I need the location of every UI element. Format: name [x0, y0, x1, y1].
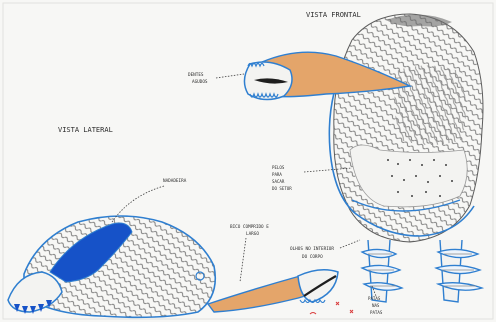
- skin-label-line1: PELOS: [272, 165, 285, 170]
- snout-label-line2: LARGO: [246, 231, 259, 237]
- skin-label-line3: SACAR: [272, 179, 285, 184]
- blowhole-label: NADADEIRA: [163, 178, 187, 184]
- fins-label-line1: PATAS: [368, 296, 381, 301]
- skin-label-line2: PARA: [272, 172, 282, 177]
- eyes-label-line2: DO CORPO: [302, 254, 323, 260]
- snout-label-line1: BICO COMPRIDO E: [230, 224, 269, 230]
- skin-label-line4: DO SETOR: [272, 186, 292, 191]
- fins-label-line2: NAS: [372, 303, 380, 308]
- fins-label-line3: PATAS: [370, 310, 383, 315]
- eyes-label-line1: OLHOS NO INTERIOR: [290, 246, 334, 252]
- teeth-label-line2: AGUDOS: [192, 79, 208, 85]
- side-view-title: VISTA LATERAL: [58, 126, 113, 134]
- front-view-title: VISTA FRONTAL: [306, 11, 361, 19]
- teeth-label-line1: DENTES: [188, 72, 204, 78]
